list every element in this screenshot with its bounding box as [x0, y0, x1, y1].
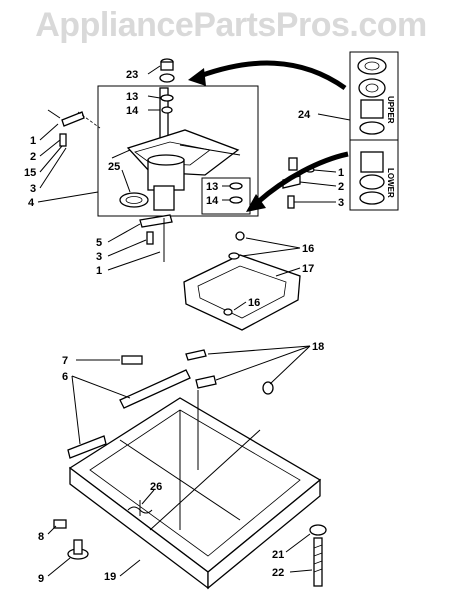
arrow-icon	[246, 151, 349, 212]
watermark-logo: AppliancePartsPros.com	[35, 6, 427, 44]
rail-parts	[67, 349, 274, 459]
callout-14: 14	[126, 105, 139, 117]
callout-21: 21	[272, 549, 284, 561]
callout-25: 25	[108, 161, 120, 173]
callout-1: 1	[30, 135, 36, 147]
foot-left	[53, 519, 89, 560]
foot-right	[309, 524, 327, 587]
callout-13: 13	[206, 181, 218, 193]
callout-3: 3	[30, 183, 36, 195]
callout-3: 3	[338, 197, 344, 209]
callout-26: 26	[150, 481, 162, 493]
callout-8: 8	[38, 531, 44, 543]
callout-16: 16	[248, 297, 260, 309]
lower-bracket-parts	[139, 214, 173, 262]
callout-7: 7	[62, 355, 68, 367]
spring-part	[127, 500, 153, 516]
seal-part	[119, 192, 149, 208]
callout-6: 6	[62, 371, 68, 383]
leader-lines	[37, 65, 351, 577]
arrow-icon	[188, 60, 347, 91]
lower-bearing-label: LOWER	[386, 168, 395, 198]
top-bearing-stack	[159, 58, 175, 114]
callout-1: 1	[338, 167, 344, 179]
callout-17: 17	[302, 263, 314, 275]
callout-18: 18	[312, 341, 324, 353]
callout-24: 24	[298, 109, 311, 121]
upper-bearing-label: UPPER	[386, 96, 395, 124]
callout-2: 2	[30, 151, 36, 163]
callout-14: 14	[206, 195, 219, 207]
callout-13: 13	[126, 91, 138, 103]
callout-9: 9	[38, 573, 44, 585]
callout-1: 1	[96, 265, 102, 277]
callout-3: 3	[96, 251, 102, 263]
callout-2: 2	[338, 181, 344, 193]
callout-22: 22	[272, 567, 284, 579]
callout-19: 19	[104, 571, 116, 583]
left-bracket-parts	[47, 109, 101, 147]
callout-5: 5	[96, 237, 102, 249]
callout-4: 4	[28, 197, 35, 209]
upper-assembly-box	[97, 85, 259, 217]
motor-mount-plate	[183, 231, 301, 331]
base-frame	[68, 390, 322, 590]
callout-15: 15	[24, 167, 36, 179]
callout-23: 23	[126, 69, 138, 81]
bearing-kit-panel	[349, 51, 399, 211]
inset-box	[201, 177, 251, 215]
callout-16: 16	[302, 243, 314, 255]
